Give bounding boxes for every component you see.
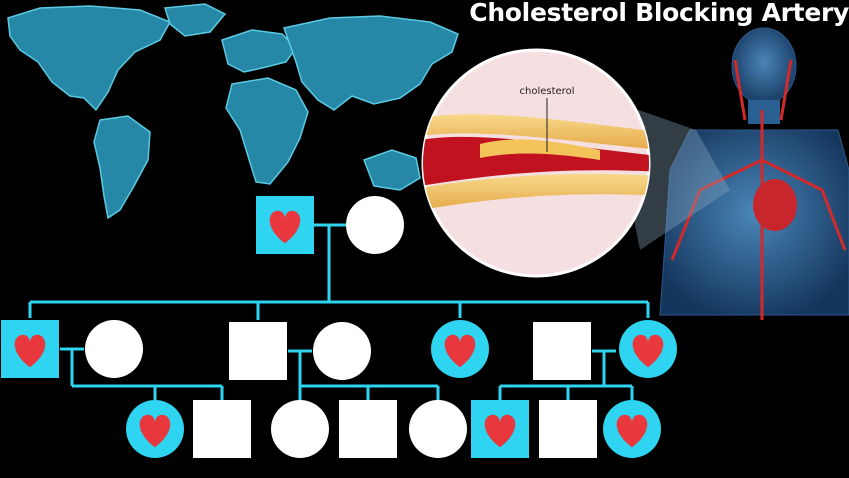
pedigree-chart	[1, 196, 677, 458]
heart-icon	[616, 414, 648, 448]
pedigree-female-unaffected	[85, 320, 143, 378]
pedigree-female-affected	[431, 320, 489, 378]
pedigree-male-unaffected	[539, 400, 597, 458]
heart-icon	[14, 334, 46, 368]
female-circle	[346, 196, 404, 254]
pedigree-lines	[28, 223, 650, 400]
heart-icon	[484, 414, 516, 448]
pedigree-female-affected	[603, 400, 661, 458]
world-map	[7, 3, 459, 220]
pedigree-female-unaffected	[271, 400, 329, 458]
title: Cholesterol Blocking Artery	[469, 0, 849, 27]
pedigree-male-unaffected	[533, 322, 591, 380]
pedigree-male-affected	[1, 320, 59, 378]
australia-shape	[363, 149, 421, 191]
artery-wall-bottom	[423, 173, 649, 210]
male-square	[229, 322, 287, 380]
pedigree-male-affected	[256, 196, 314, 254]
female-circle	[409, 400, 467, 458]
neck	[748, 100, 780, 124]
female-circle	[271, 400, 329, 458]
heart-icon	[269, 210, 301, 244]
pedigree-male-unaffected	[193, 400, 251, 458]
pedigree-female-unaffected	[409, 400, 467, 458]
female-circle	[85, 320, 143, 378]
pedigree-male-unaffected	[339, 400, 397, 458]
pedigree-male-affected	[471, 400, 529, 458]
male-square	[539, 400, 597, 458]
south-america-shape	[93, 115, 151, 220]
europe-shape	[221, 29, 297, 73]
female-circle	[313, 322, 371, 380]
heart-organ	[753, 179, 797, 231]
torso	[659, 129, 849, 316]
heart-icon	[632, 334, 664, 368]
pedigree-female-unaffected	[313, 322, 371, 380]
male-square	[193, 400, 251, 458]
pedigree-female-unaffected	[346, 196, 404, 254]
pedigree-female-affected	[126, 400, 184, 458]
north-america-shape	[7, 5, 172, 112]
male-square	[533, 322, 591, 380]
human-body	[659, 27, 849, 320]
artery-label: cholesterol	[520, 86, 575, 97]
artery-wall-top	[423, 114, 649, 150]
africa-shape	[225, 77, 309, 185]
asia-shape	[283, 15, 459, 111]
cholesterol-plaque	[480, 139, 600, 160]
heart-icon	[139, 414, 171, 448]
pedigree-female-affected	[619, 320, 677, 378]
greenland-shape	[164, 3, 227, 37]
artery-closeup: cholesterol	[421, 48, 651, 278]
pedigree-male-unaffected	[229, 322, 287, 380]
heart-icon	[444, 334, 476, 368]
male-square	[339, 400, 397, 458]
